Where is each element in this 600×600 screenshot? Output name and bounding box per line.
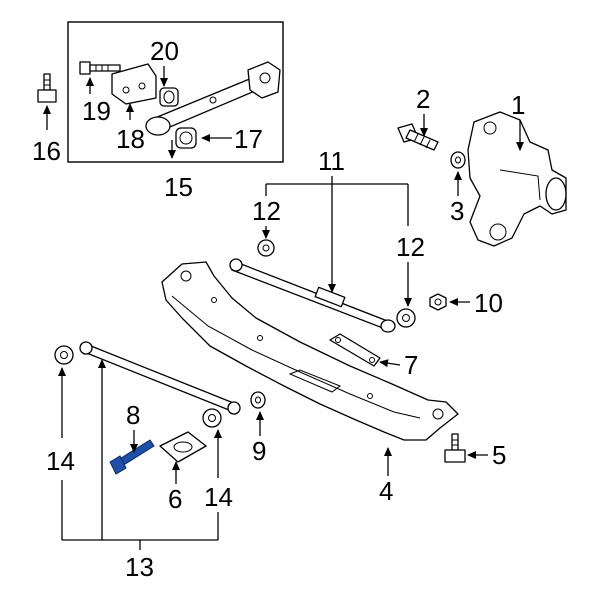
callout-20: 20 [150, 36, 179, 66]
callout-12-left: 12 [252, 196, 281, 226]
callout-14-right: 14 [204, 482, 233, 512]
plate-part-6[interactable] [159, 431, 207, 463]
bushing-part-14-left[interactable] [54, 345, 74, 365]
callout-8: 8 [126, 400, 140, 430]
callout-15: 15 [164, 172, 193, 202]
callout-7: 7 [404, 350, 418, 380]
bolt-part-2[interactable] [397, 123, 439, 151]
bracket-part-18[interactable] [111, 63, 157, 105]
bushing-part-20[interactable] [159, 87, 179, 107]
callout-12-right: 12 [396, 232, 425, 262]
callout-3: 3 [450, 196, 464, 226]
inset-assembly-15 [67, 21, 284, 163]
callout-6: 6 [168, 484, 182, 514]
washer-part-3[interactable] [450, 151, 466, 169]
callout-5: 5 [492, 440, 506, 470]
bushing-part-12-right[interactable] [396, 308, 416, 328]
lateral-rod-part-11[interactable] [229, 258, 396, 333]
callout-4: 4 [379, 476, 393, 506]
trailing-arm-inset[interactable] [145, 61, 281, 136]
callout-19: 19 [82, 96, 111, 126]
stud-part-16[interactable] [37, 73, 57, 103]
washer-part-9[interactable] [250, 391, 266, 409]
bushing-part-12-left[interactable] [257, 239, 275, 257]
bolt-part-19[interactable] [79, 61, 121, 75]
leader-lines [43, 66, 524, 550]
callout-13: 13 [125, 552, 154, 582]
bushing-part-17[interactable] [175, 127, 197, 149]
lower-link-part-13[interactable] [79, 341, 241, 415]
callout-17: 17 [234, 124, 263, 154]
bolt-part-8-highlighted[interactable] [109, 439, 155, 475]
callout-11: 11 [318, 146, 345, 176]
callout-1: 1 [511, 90, 525, 120]
bushing-part-14-right[interactable] [202, 408, 222, 428]
crossmember-part-4[interactable] [161, 261, 459, 441]
callout-18: 18 [116, 124, 145, 154]
bolt-part-5[interactable] [444, 433, 466, 463]
callout-14-left: 14 [46, 446, 75, 476]
knuckle-part-1[interactable] [467, 111, 567, 247]
callout-2: 2 [416, 84, 430, 114]
callout-10: 10 [474, 288, 503, 318]
callout-16: 16 [32, 136, 61, 166]
callout-9: 9 [252, 436, 266, 466]
callout-labels: 1 2 3 4 5 6 7 8 9 10 11 12 12 13 14 14 1… [32, 36, 525, 582]
nut-part-10[interactable] [429, 293, 447, 311]
plate-part-7[interactable] [329, 333, 381, 367]
